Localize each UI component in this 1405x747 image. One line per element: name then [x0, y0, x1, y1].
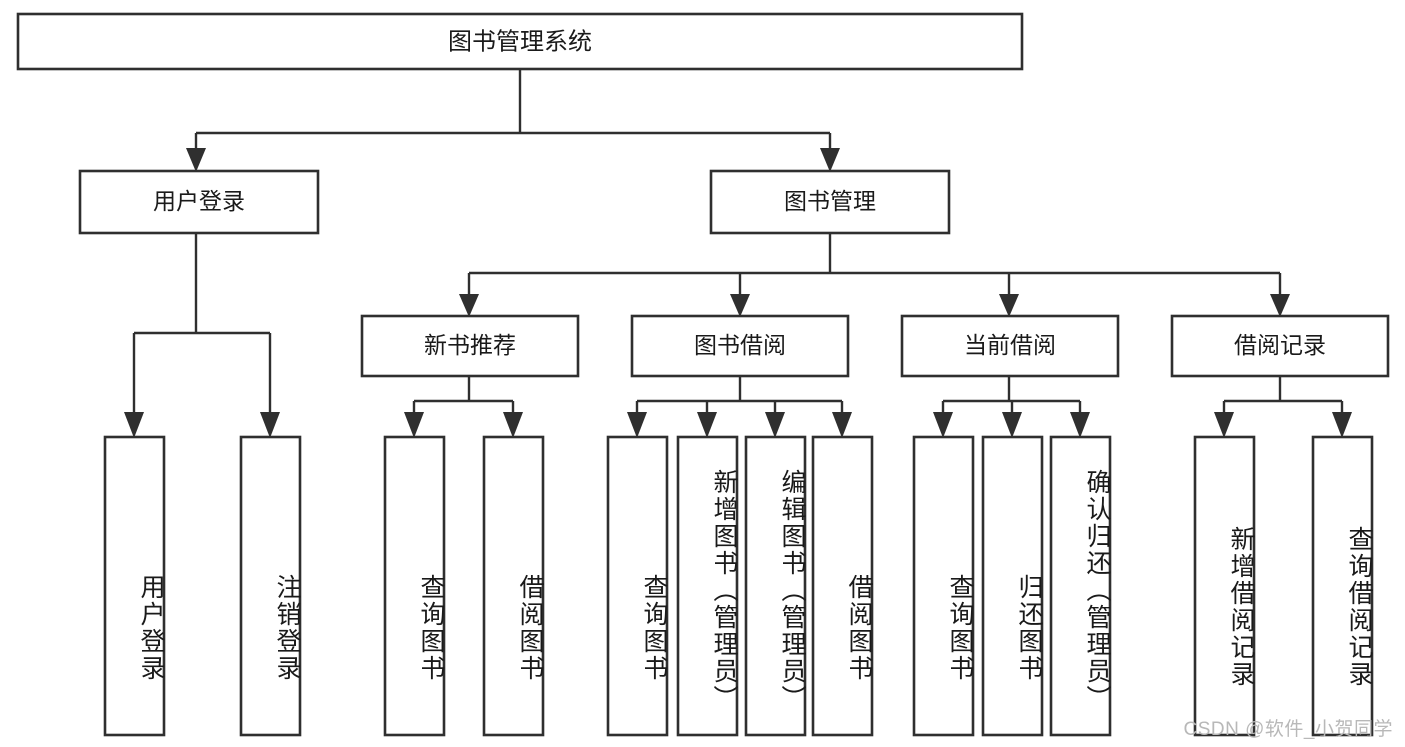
node-box-leaf-query-book-3[interactable] — [912, 435, 975, 737]
arrowhead-leaf-borrow-book-2 — [832, 412, 852, 438]
node-box-user-login[interactable] — [78, 169, 320, 235]
arrowhead-borrow-record — [1270, 294, 1290, 317]
node-box-leaf-query-book-2[interactable] — [606, 435, 669, 737]
arrowhead-user-login — [186, 148, 206, 172]
node-box-leaf-borrow-book-1[interactable] — [482, 435, 545, 737]
arrowhead-leaf-query-book-1 — [404, 412, 424, 438]
node-label-user-login: 用户登录 — [153, 188, 245, 214]
node-label-new-book-recommend: 新书推荐 — [424, 332, 516, 358]
arrowhead-leaf-add-record — [1214, 412, 1234, 438]
node-box-leaf-logout-login[interactable] — [239, 435, 302, 737]
node-label-book-borrow: 图书借阅 — [694, 332, 786, 358]
node-box-leaf-query-book-1[interactable] — [383, 435, 446, 737]
node-box-current-borrow[interactable] — [900, 314, 1120, 378]
node-box-leaf-confirm-return[interactable] — [1049, 435, 1112, 737]
node-box-leaf-borrow-book-2[interactable] — [811, 435, 874, 737]
node-label-root: 图书管理系统 — [448, 28, 592, 55]
node-label-current-borrow: 当前借阅 — [964, 332, 1056, 358]
arrowhead-book-management — [820, 148, 840, 172]
arrowhead-leaf-user-login — [124, 412, 144, 438]
node-box-leaf-edit-book[interactable] — [744, 435, 807, 737]
node-box-leaf-add-book[interactable] — [676, 435, 739, 737]
arrowhead-leaf-query-book-2 — [627, 412, 647, 438]
node-box-book-management[interactable] — [709, 169, 951, 235]
arrowhead-leaf-query-book-3 — [933, 412, 953, 438]
node-box-borrow-record[interactable] — [1170, 314, 1390, 378]
watermark-text: CSDN @软件_小贺同学 — [1183, 719, 1393, 740]
node-box-leaf-query-record[interactable] — [1311, 435, 1374, 737]
arrowhead-leaf-edit-book — [765, 412, 785, 438]
node-box-leaf-add-record[interactable] — [1193, 435, 1256, 737]
node-box-leaf-user-login[interactable] — [103, 435, 166, 737]
arrowhead-leaf-return-book — [1002, 412, 1022, 438]
arrowhead-leaf-borrow-book-1 — [503, 412, 523, 438]
node-layer: 图书管理系统 用户登录 图书管理 新书推荐 图书借阅 当前借阅 借阅记录 — [16, 12, 1390, 737]
arrowhead-leaf-confirm-return — [1070, 412, 1090, 438]
node-box-new-book-recommend[interactable] — [360, 314, 580, 378]
arrowhead-current-borrow — [999, 294, 1019, 317]
arrowhead-leaf-add-book — [697, 412, 717, 438]
arrowhead-leaf-query-record — [1332, 412, 1352, 438]
node-box-book-borrow[interactable] — [630, 314, 850, 378]
node-box-root[interactable] — [16, 12, 1024, 71]
arrowhead-new-book-recommend — [459, 294, 479, 317]
node-label-borrow-record: 借阅记录 — [1234, 332, 1326, 358]
arrowhead-leaf-logout-login — [260, 412, 280, 438]
node-label-book-management: 图书管理 — [784, 188, 876, 214]
node-box-leaf-return-book[interactable] — [981, 435, 1044, 737]
arrowhead-book-borrow — [730, 294, 750, 317]
arrowhead-layer — [124, 148, 1352, 438]
